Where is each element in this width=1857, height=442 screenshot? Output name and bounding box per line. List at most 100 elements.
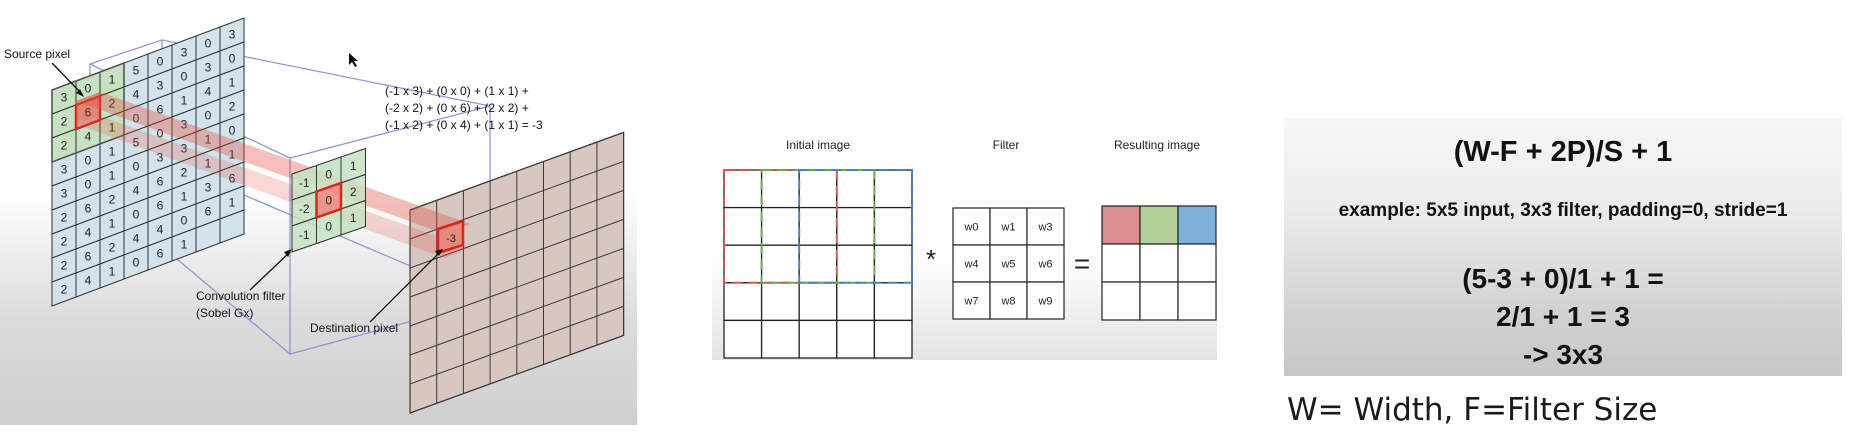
input-grid-value: 3 (205, 61, 212, 75)
input-grid-value: 3 (181, 142, 188, 156)
filter-weight-label: w3 (1037, 222, 1052, 234)
filter-center-highlight (315, 181, 343, 220)
initial-image-cell (723, 319, 763, 359)
input-grid-value: 3 (157, 79, 164, 93)
input-grid-value: 6 (229, 172, 236, 186)
destination-pixel-label: Destination pixel (310, 321, 398, 335)
input-grid-value: 3 (61, 187, 68, 201)
input-grid-value: 4 (133, 88, 140, 102)
output-grid (409, 131, 625, 414)
source-pixel-highlight (74, 94, 102, 131)
input-grid-value: 1 (109, 73, 116, 87)
destination-cell: -3 (436, 219, 465, 255)
initial-image-cell (873, 244, 913, 284)
input-grid-value: 0 (229, 124, 236, 138)
input-grid-value: 3 (61, 91, 68, 105)
initial-image-cell (836, 282, 876, 322)
mouse-cursor-icon (349, 53, 358, 67)
initial-image-cell (836, 319, 876, 359)
initial-image-cell (723, 282, 763, 322)
resulting-image-label: Resulting image (1114, 138, 1200, 152)
input-grid-value: 6 (85, 202, 92, 216)
input-grid-value: 1 (109, 169, 116, 183)
initial-image-cell (760, 169, 800, 209)
input-grid-value: 3 (229, 28, 236, 42)
initial-image-cell (723, 244, 763, 284)
result-image-cell (1139, 243, 1179, 283)
input-grid-value: 2 (181, 166, 188, 180)
initial-image-cell (873, 169, 913, 209)
filter-weight-label: w5 (1000, 259, 1015, 271)
result-image-cell (1177, 205, 1217, 245)
input-grid-value: 2 (109, 193, 116, 207)
equation-line-1: (-1 x 3) + (0 x 0) + (1 x 1) + (385, 84, 529, 98)
initial-image-cell (760, 282, 800, 322)
output-grid-line (409, 189, 624, 269)
input-grid-value: 4 (133, 184, 140, 198)
filter-grid-cell (340, 199, 366, 236)
input-grid-value: 0 (133, 208, 140, 222)
output-grid-line (409, 276, 624, 356)
input-grid-value: 3 (181, 118, 188, 132)
input-grid-value: 0 (181, 70, 188, 84)
output-grid-line (409, 334, 624, 414)
initial-image-grid (723, 169, 913, 359)
input-grid-value: 0 (85, 154, 92, 168)
input-grid-value: 6 (85, 250, 92, 264)
source-arrow (51, 62, 83, 95)
input-grid-value: 2 (61, 115, 68, 129)
output-grid-line (409, 218, 624, 298)
output-grid-line (409, 131, 624, 211)
result-image-cell (1139, 281, 1179, 321)
filter-grid-value: -1 (299, 228, 310, 242)
result-image-cell (1177, 281, 1217, 321)
destination-value: -3 (446, 233, 456, 245)
formula-note: W= Width, F=Filter Size (1287, 392, 1658, 428)
input-grid-value: 1 (109, 265, 116, 279)
formula-calc-line-3: -> 3x3 (1522, 339, 1604, 370)
initial-image-cell (798, 319, 838, 359)
input-grid-value: 0 (85, 82, 92, 96)
input-grid-value: 4 (85, 226, 92, 240)
input-grid-value: 0 (85, 178, 92, 192)
input-grid-value: 3 (205, 181, 212, 195)
input-grid-value: 2 (61, 235, 68, 249)
filter-weight-label: w1 (1000, 222, 1015, 234)
input-grid: 3015030326243030241061413015030230103310… (51, 17, 245, 307)
initial-image-cell (836, 244, 876, 284)
destination-arrowhead (435, 249, 443, 256)
filter-weight-label: w6 (1037, 259, 1052, 271)
input-grid-value: 2 (61, 259, 68, 273)
input-grid-value: 2 (61, 283, 68, 297)
input-grid-value: 2 (109, 97, 116, 111)
input-grid-value: 0 (229, 52, 236, 66)
input-grid-cell (219, 209, 245, 244)
result-image-cell (1139, 205, 1179, 245)
initial-image-cell (873, 282, 913, 322)
input-grid-value: 0 (205, 37, 212, 51)
source-pixel-label: Source pixel (4, 47, 70, 61)
output-grid-line (409, 247, 624, 327)
output-grid-line (409, 305, 624, 385)
filter-arrow (249, 251, 291, 291)
equation-line-3: (-1 x 2) + (0 x 4) + (1 x 1) = -3 (385, 118, 543, 132)
filter-weight-label: w0 (963, 222, 978, 234)
equals-operator: = (1074, 248, 1090, 279)
initial-image-cell (723, 169, 763, 209)
filter-weight-cell (989, 207, 1028, 246)
input-grid-value: 1 (229, 196, 236, 210)
source-pixel-value: 6 (85, 106, 92, 120)
input-grid-value: 5 (133, 136, 140, 150)
filter-weight-cell (1026, 207, 1065, 246)
input-grid-value: 0 (157, 127, 164, 141)
input-grid-value: 1 (109, 121, 116, 135)
projection-beam (76, 92, 470, 258)
initial-image-cell (873, 319, 913, 359)
filter-weight-label: w7 (963, 296, 978, 308)
input-grid-value: 1 (205, 157, 212, 171)
filter-grid-value: 0 (325, 167, 332, 181)
input-grid-value: 1 (109, 217, 116, 231)
input-grid-value: 4 (85, 130, 92, 144)
grid-convolution-panel: Initial image Filter Resulting image * w… (712, 128, 1217, 360)
input-grid-value: 0 (205, 109, 212, 123)
